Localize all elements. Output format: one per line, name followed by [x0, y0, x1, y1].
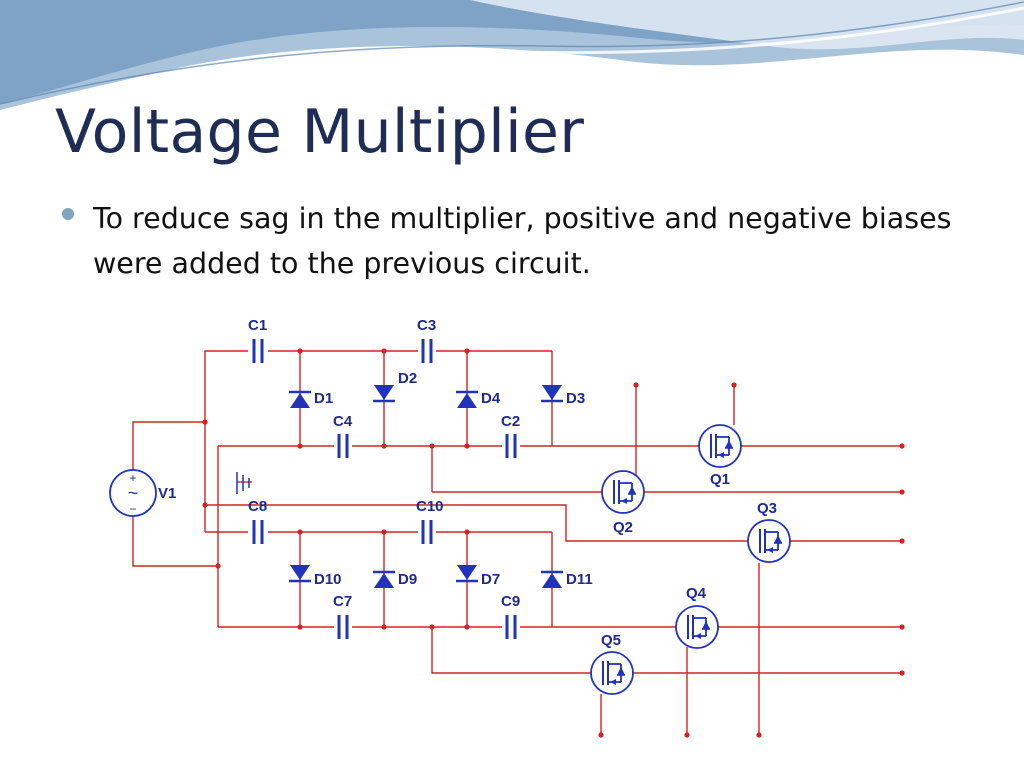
banner-wave-light [470, 0, 1024, 50]
capacitor: C7 [333, 593, 352, 641]
capacitor-label: C1 [248, 317, 267, 334]
capacitor: C10 [416, 498, 444, 546]
diode-label: D2 [398, 370, 417, 387]
transistor-label: Q1 [710, 471, 730, 488]
transistor-label: Q4 [686, 585, 707, 602]
transistor-label: Q5 [601, 632, 621, 649]
capacitor-label: C4 [333, 413, 353, 430]
source-tilde-icon: ~ [128, 483, 139, 503]
slide-title: Voltage Multiplier [55, 97, 585, 167]
ground-icon [236, 472, 250, 494]
source-minus-label: − [129, 502, 136, 516]
diode-label: D7 [481, 571, 500, 588]
diode-label: D9 [398, 571, 417, 588]
capacitor-label: C8 [248, 498, 267, 515]
junction-dots [202, 348, 905, 738]
diode-label: D1 [314, 390, 333, 407]
capacitor-label: C2 [501, 413, 520, 430]
capacitor-label: C10 [416, 498, 444, 515]
diode: D3 [539, 383, 585, 407]
capacitor: C4 [333, 413, 353, 460]
header-banner [0, 0, 1024, 114]
bullet-dot-icon [62, 208, 74, 220]
capacitor: C1 [248, 317, 267, 365]
diode: D2 [371, 370, 417, 403]
transistor-label: Q3 [757, 500, 777, 517]
diode: D4 [454, 390, 501, 410]
transistor: Q2 [601, 470, 645, 536]
ac-source: + ~ − V1 [109, 469, 176, 517]
transistor: Q3 [747, 500, 791, 563]
banner-swoosh [0, 6, 1024, 114]
diode: D7 [454, 563, 500, 588]
transistor: Q1 [698, 424, 742, 488]
diode: D1 [287, 390, 333, 410]
diode-label: D4 [481, 390, 501, 407]
banner-swoosh-2 [0, 1, 1024, 105]
capacitor-label: C9 [501, 593, 520, 610]
diode: D9 [371, 570, 417, 590]
capacitor: C9 [501, 593, 520, 641]
capacitor: C8 [248, 498, 267, 546]
diode: D10 [287, 563, 342, 588]
source-label: V1 [158, 485, 176, 502]
transistor: Q4 [675, 585, 719, 649]
diode-label: D10 [314, 571, 342, 588]
bullet-text: To reduce sag in the multiplier, positiv… [93, 202, 952, 280]
diode: D11 [539, 570, 593, 590]
capacitor-label: C3 [417, 317, 436, 334]
diode-label: D11 [566, 571, 593, 588]
capacitor: C3 [417, 317, 436, 365]
diode-label: D3 [566, 390, 585, 407]
capacitor-label: C7 [333, 593, 352, 610]
source-plus-label: + [129, 471, 136, 485]
transistor: Q5 [590, 632, 634, 695]
capacitor: C2 [501, 413, 520, 460]
transistor-label: Q2 [613, 519, 633, 536]
